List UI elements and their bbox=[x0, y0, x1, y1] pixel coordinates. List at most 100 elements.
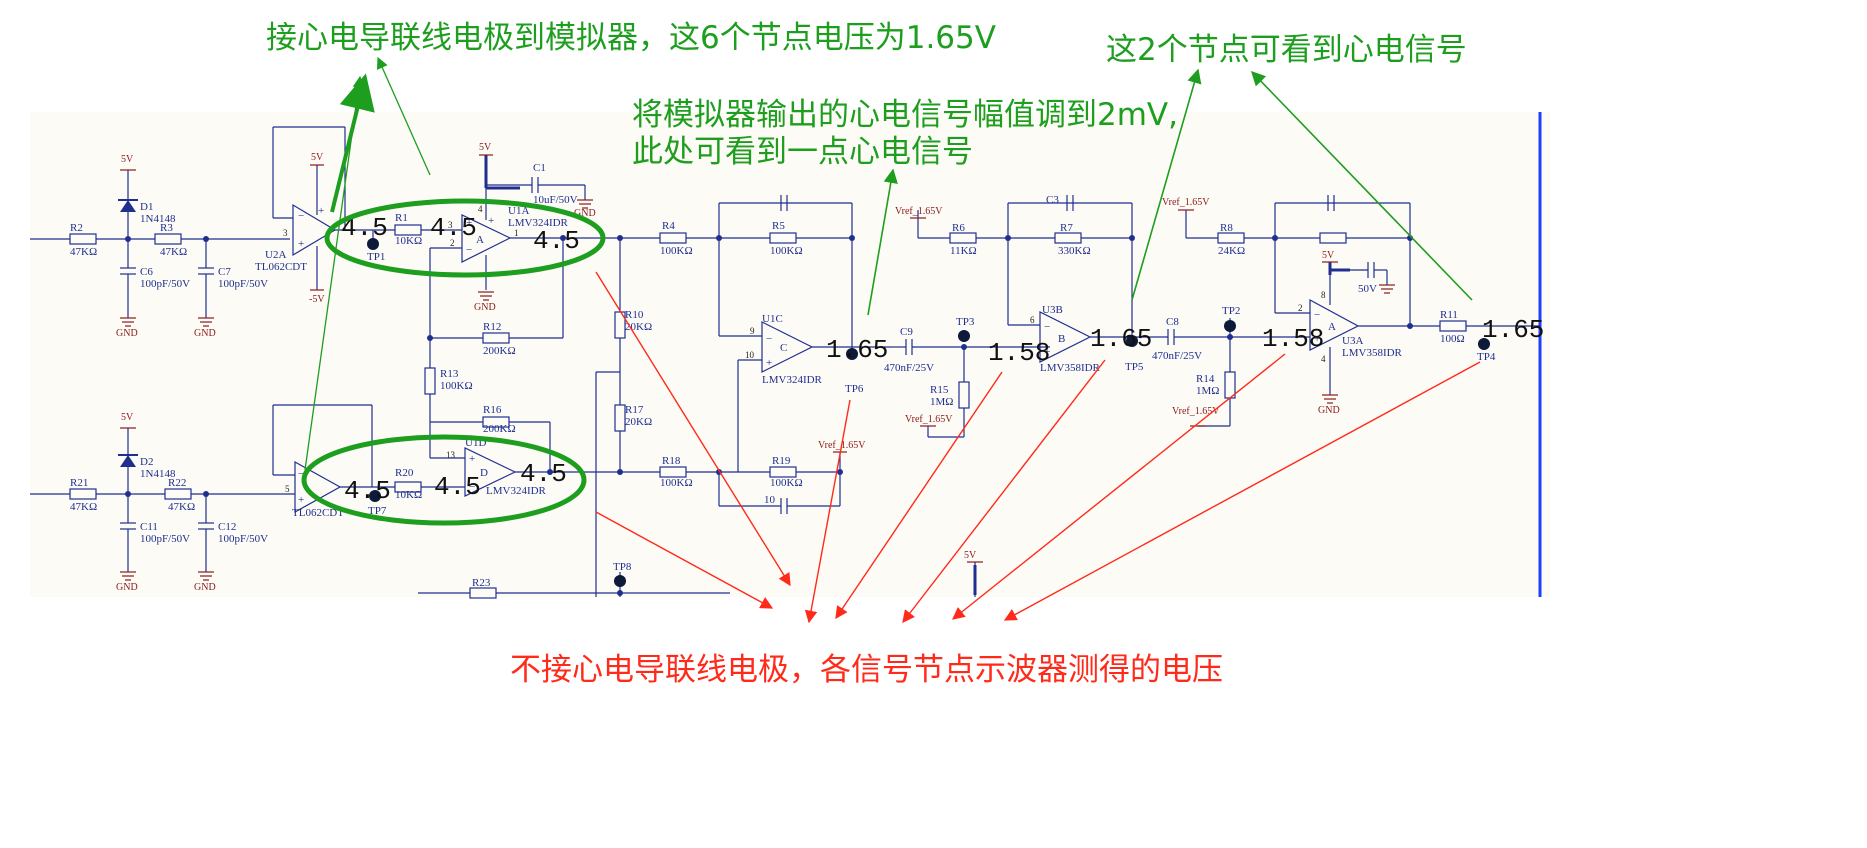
label-c3: C3 bbox=[1046, 194, 1059, 206]
voltage-u1c-out: 1.65 bbox=[826, 335, 888, 365]
value-r10: 20KΩ bbox=[625, 321, 652, 333]
power-m5v-u2: -5V bbox=[309, 294, 325, 305]
value-r12: 200KΩ bbox=[483, 345, 516, 357]
u3b-minus: − bbox=[1044, 321, 1050, 333]
value-c11: 100pF/50V bbox=[140, 533, 190, 545]
label-c7: C7 bbox=[218, 266, 231, 278]
value-r4: 100KΩ bbox=[660, 245, 693, 257]
pin-u2b-5: 5 bbox=[285, 484, 290, 494]
value-u1d: LMV324IDR bbox=[486, 485, 547, 497]
label-r14: R14 bbox=[1196, 373, 1215, 385]
power-5v-u2: 5V bbox=[311, 152, 324, 163]
testpoint-tp3 bbox=[958, 330, 970, 342]
label-c11: C11 bbox=[140, 521, 158, 533]
value-r18: 100KΩ bbox=[660, 477, 693, 489]
label-c9: C9 bbox=[900, 326, 913, 338]
u3a-plus: + bbox=[1314, 333, 1320, 345]
green-arrows bbox=[304, 56, 1473, 471]
label-r7: R7 bbox=[1060, 222, 1073, 234]
power-5v-bottom: 5V bbox=[964, 550, 977, 561]
testpoint-tp6 bbox=[846, 348, 858, 360]
u3b-letter: B bbox=[1058, 333, 1065, 345]
label-d2: D2 bbox=[140, 456, 153, 468]
value-r1: 10KΩ bbox=[395, 235, 422, 247]
diode-d2-symbol bbox=[120, 455, 136, 467]
voltage-u1a-in: 4.5 bbox=[430, 213, 477, 243]
pin-u3b-6: 6 bbox=[1030, 315, 1035, 325]
label-r18: R18 bbox=[662, 455, 681, 467]
gnd-c11: GND bbox=[116, 582, 138, 593]
value-c9: 470nF/25V bbox=[884, 362, 934, 374]
label-r11: R11 bbox=[1440, 309, 1458, 321]
vref-r15: Vref_1.65V bbox=[905, 414, 953, 425]
value-r19: 100KΩ bbox=[770, 477, 803, 489]
value-d2: 1N4148 bbox=[140, 468, 176, 480]
annotation-top-left: 接心电导联线电极到模拟器，这6个节点电压为1.65V bbox=[266, 20, 996, 56]
value-r15: 1MΩ bbox=[930, 396, 953, 408]
label-r12: R12 bbox=[483, 321, 501, 333]
value-u1c: LMV324IDR bbox=[762, 374, 823, 386]
highlight-top-ellipse bbox=[324, 198, 606, 278]
pin-u2a-3: 3 bbox=[283, 228, 288, 238]
label-r6: R6 bbox=[952, 222, 965, 234]
pin-u3a-8: 8 bbox=[1321, 290, 1326, 300]
u1c-minus: − bbox=[766, 333, 772, 345]
u1d-minus: − bbox=[469, 481, 475, 493]
label-r23: R23 bbox=[472, 577, 491, 589]
label-c8: C8 bbox=[1166, 316, 1179, 328]
u2b-minus: − bbox=[298, 468, 304, 480]
pin-u1c-10: 10 bbox=[745, 350, 755, 360]
u2a-plus: + bbox=[298, 238, 304, 250]
tp7-label: TP7 bbox=[368, 505, 387, 517]
voltage-u1d-in: 4.5 bbox=[434, 472, 481, 502]
label-u3b: U3B bbox=[1042, 304, 1063, 316]
pin-u3a-2: 2 bbox=[1298, 303, 1303, 313]
value-r14: 1MΩ bbox=[1196, 385, 1219, 397]
power-5v-u1: 5V bbox=[479, 142, 492, 153]
label-r3: R3 bbox=[160, 222, 173, 234]
value-r16: 200KΩ bbox=[483, 423, 516, 435]
tp6-label: TP6 bbox=[845, 383, 864, 395]
u2b-plus: + bbox=[298, 494, 304, 506]
annotation-middle-line2: 此处可看到一点心电信号 bbox=[632, 134, 973, 170]
value-c7: 100pF/50V bbox=[218, 278, 268, 290]
voltage-c8-right: 1.58 bbox=[1262, 324, 1324, 354]
vref-r8: Vref_1.65V bbox=[1162, 197, 1210, 208]
schematic-panel bbox=[30, 112, 1550, 597]
gnd-c12: GND bbox=[194, 582, 216, 593]
pin-u1a-2: 2 bbox=[450, 238, 455, 248]
pin-u1a-1: 1 bbox=[514, 228, 519, 238]
label-u1a: U1A bbox=[508, 205, 529, 217]
testpoint-tp2 bbox=[1224, 320, 1236, 332]
label-r10: R10 bbox=[625, 309, 644, 321]
pin-u1a-3: 3 bbox=[448, 220, 453, 230]
tp4-label: TP4 bbox=[1477, 351, 1496, 363]
gnd-c1: GND bbox=[574, 208, 596, 219]
testpoint-tp8 bbox=[614, 575, 626, 587]
value-c50v: 50V bbox=[1358, 283, 1377, 295]
value-c8: 470nF/25V bbox=[1152, 350, 1202, 362]
tp8-label: TP8 bbox=[613, 561, 632, 573]
red-arrows bbox=[595, 271, 1481, 624]
testpoint-tp1 bbox=[367, 238, 379, 250]
voltage-u3b-out: 1.65 bbox=[1090, 324, 1152, 354]
label-r2: R2 bbox=[70, 222, 83, 234]
vref-r6: Vref_1.65V bbox=[895, 206, 943, 217]
annotation-top-right: 这2个节点可看到心电信号 bbox=[1106, 32, 1467, 68]
u1a-plus: + bbox=[466, 217, 472, 229]
value-u3a: LMV358IDR bbox=[1342, 347, 1403, 359]
gnd-u3a: GND bbox=[1318, 405, 1340, 416]
vref-r14: Vref_1.65V bbox=[1172, 406, 1220, 417]
u2a-minus: − bbox=[298, 210, 304, 222]
u3a-letter: A bbox=[1328, 321, 1336, 333]
label-r22: R22 bbox=[168, 477, 186, 489]
tp3-label: TP3 bbox=[956, 316, 975, 328]
testpoint-tp7 bbox=[369, 490, 381, 502]
label-r19: R19 bbox=[772, 455, 791, 467]
u1a-minus: − bbox=[466, 244, 472, 256]
testpoint-tp5 bbox=[1126, 335, 1138, 347]
annotation-middle-line1: 将模拟器输出的心电信号幅值调到2mV, bbox=[632, 97, 1178, 133]
pin-u1d-13: 13 bbox=[446, 450, 456, 460]
label-r15: R15 bbox=[930, 384, 949, 396]
u1d-plus: + bbox=[469, 453, 475, 465]
